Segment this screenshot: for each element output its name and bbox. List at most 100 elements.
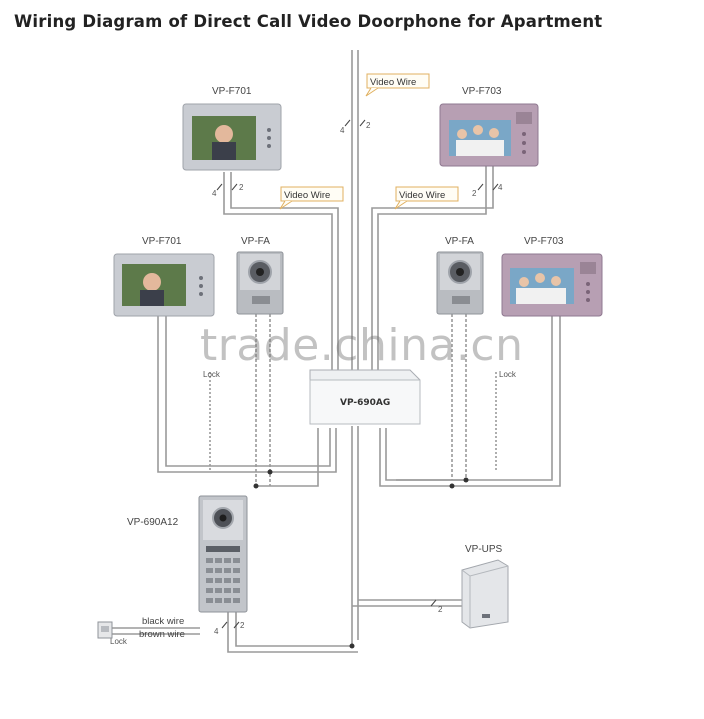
wire-panel-2 — [235, 612, 352, 647]
button-dot — [199, 284, 203, 288]
panel-button — [215, 598, 222, 603]
screen-figure — [140, 290, 164, 306]
outdoor-panel — [198, 495, 248, 613]
ups-led — [482, 614, 490, 618]
tag-box — [395, 186, 459, 202]
wire-top-left-monitor-2 — [230, 172, 339, 372]
label-monitor-top-right: VP-F703 — [462, 86, 502, 97]
label-brown-wire: brown wire — [139, 629, 185, 640]
panel-button — [215, 568, 222, 573]
label-lock-right: Lock — [499, 370, 517, 379]
tick-mark — [344, 119, 351, 127]
wire-mid-left-monitor — [157, 316, 337, 473]
wire-top-right-monitor — [377, 165, 487, 372]
wire-lock-bottom — [112, 627, 200, 635]
distributor-box: VP-690AG — [309, 369, 421, 425]
button-dot — [586, 290, 590, 294]
door-lock — [97, 621, 113, 639]
door-station-left — [236, 251, 284, 315]
wire-top-left-monitor — [223, 172, 333, 372]
panel-display — [206, 546, 240, 552]
wire-count-marks — [216, 119, 499, 629]
screen-figure — [212, 142, 236, 160]
panel-button — [215, 558, 222, 563]
panel-button — [215, 588, 222, 593]
button-dot — [267, 128, 271, 132]
tick-mark — [359, 119, 366, 127]
panel-button — [224, 588, 231, 593]
video-wire-tag-left: Video Wire — [279, 186, 344, 210]
monitor-mid-left — [113, 253, 215, 317]
button-dot — [267, 144, 271, 148]
monitor-mid-right — [501, 253, 603, 317]
junction-dot — [253, 483, 259, 489]
tick-mark — [492, 183, 499, 191]
button-dot — [267, 136, 271, 140]
label-door-right: VP-FA — [445, 236, 474, 247]
wire-top-right-monitor-2 — [371, 165, 494, 372]
wire-count-2: 2 — [438, 605, 443, 614]
button-dot — [522, 150, 526, 154]
screen-figures — [456, 140, 504, 156]
ups-body — [461, 559, 509, 629]
wire-count-2: 2 — [240, 621, 245, 630]
video-wire-label: Video Wire — [399, 190, 445, 201]
monitor-buttons — [267, 128, 271, 148]
wire-count-2: 2 — [239, 183, 244, 192]
tag-pointer — [279, 200, 293, 210]
wires — [112, 50, 561, 653]
video-wire-label: Video Wire — [284, 190, 330, 201]
button-dot — [522, 132, 526, 136]
panel-button — [224, 598, 231, 603]
watermark: trade.china.cn — [200, 320, 524, 371]
tick-mark — [430, 599, 437, 607]
distributor-label: VP-690AG — [340, 398, 390, 408]
label-monitor-mid-right: VP-F703 — [524, 236, 564, 247]
wire-panel — [227, 612, 358, 653]
label-monitor-top-left: VP-F701 — [212, 86, 252, 97]
monitor-buttons — [522, 132, 526, 154]
label-ups: VP-UPS — [465, 544, 503, 555]
monitor-buttons — [586, 282, 590, 302]
junction-dot — [463, 477, 469, 483]
camera-center — [456, 268, 464, 276]
wire-count-2: 2 — [472, 189, 477, 198]
wire-count-4: 4 — [340, 126, 345, 135]
label-lock-bottom: Lock — [110, 637, 128, 646]
label-black-wire: black wire — [142, 616, 184, 627]
panel-button — [224, 578, 231, 583]
tag-pointer — [394, 200, 408, 210]
button-dot — [522, 141, 526, 145]
tick-mark — [233, 621, 240, 629]
trunk-wire-lower — [351, 426, 359, 648]
panel-button — [206, 578, 213, 583]
monitor-top-left — [182, 103, 282, 171]
speaker-grille — [580, 262, 596, 274]
label-lock-left: Lock — [203, 370, 221, 379]
tag-box — [280, 186, 344, 202]
wire-door-left-dashed — [255, 314, 271, 486]
panel-button — [233, 568, 240, 573]
button-dot — [586, 282, 590, 286]
call-button — [452, 296, 470, 304]
junction-dot — [267, 469, 273, 475]
screen-face — [551, 276, 561, 286]
panel-camera-center — [219, 514, 227, 522]
video-wire-tag-right: Video Wire — [394, 186, 459, 210]
tick-mark — [216, 183, 223, 191]
screen-face — [489, 128, 499, 138]
panel-button — [233, 588, 240, 593]
monitor-buttons — [199, 276, 203, 296]
button-dot — [199, 276, 203, 280]
screen-face — [215, 125, 233, 143]
panel-button — [206, 558, 213, 563]
camera-center — [256, 268, 264, 276]
wire-door-left — [256, 428, 319, 487]
button-dot — [199, 292, 203, 296]
wire-mid-right-monitor — [379, 316, 561, 487]
wire-count-4: 4 — [498, 183, 503, 192]
video-wire-label: Video Wire — [370, 77, 416, 88]
label-panel: VP-690A12 — [127, 517, 179, 528]
